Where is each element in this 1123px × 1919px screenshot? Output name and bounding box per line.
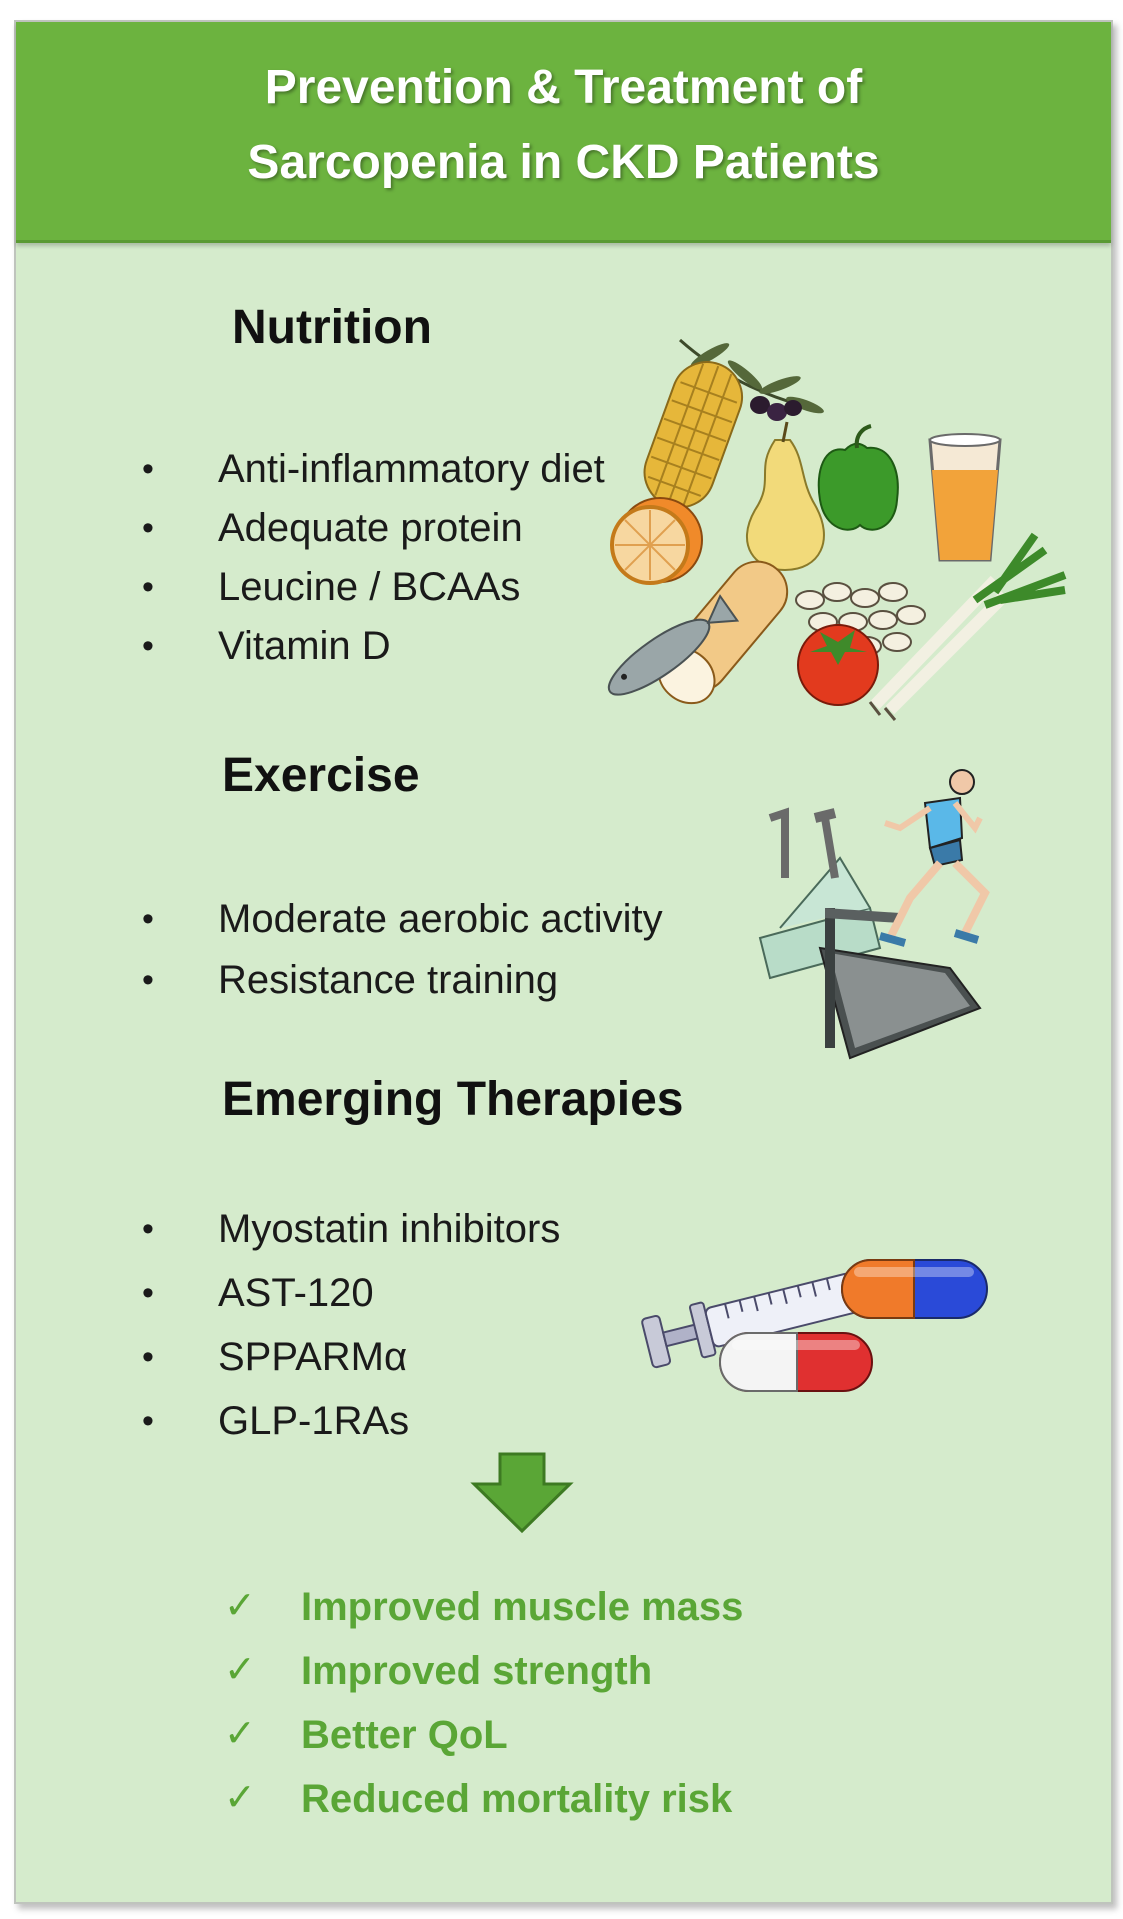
nutrition-heading: Nutrition (232, 301, 432, 354)
capsule-icon (841, 1259, 988, 1319)
page-title: Prevention & Treatment of Sarcopenia in … (16, 50, 1111, 200)
check-icon: ✓ (224, 1585, 256, 1627)
exercise-list: Moderate aerobic activity Resistance tra… (142, 889, 663, 1011)
outcome-text: Improved strength (301, 1649, 653, 1693)
list-item: Myostatin inhibitors (142, 1197, 560, 1261)
list-item: Moderate aerobic activity (142, 889, 663, 950)
pepper-icon (817, 424, 899, 531)
tomato-icon (797, 624, 879, 706)
header-banner: Prevention & Treatment of Sarcopenia in … (16, 22, 1111, 243)
leek-icon (868, 532, 1067, 721)
exercise-heading: Exercise (222, 749, 420, 802)
nutrition-list: Anti-inflammatory diet Adequate protein … (142, 440, 605, 676)
check-icon: ✓ (224, 1777, 256, 1819)
title-line-1: Prevention & Treatment of (264, 61, 863, 114)
juice-glass-icon (928, 433, 1002, 562)
exercise-bike-icon (758, 807, 882, 980)
orange-icon (610, 497, 703, 585)
therapies-list: Myostatin inhibitors AST-120 SPPARMα GLP… (142, 1197, 560, 1453)
outcome-text: Improved muscle mass (301, 1585, 744, 1629)
therapies-heading: Emerging Therapies (222, 1073, 684, 1126)
pear-icon (745, 421, 825, 572)
list-item: GLP-1RAs (142, 1389, 560, 1453)
capsule-icon (719, 1332, 873, 1392)
food-icon (607, 338, 1067, 721)
exercise-icon (758, 769, 990, 1060)
list-item: Leucine / BCAAs (142, 558, 605, 617)
list-item: Adequate protein (142, 499, 605, 558)
check-icon: ✓ (224, 1713, 256, 1755)
outcome-text: Reduced mortality risk (301, 1777, 733, 1821)
title-line-2: Sarcopenia in CKD Patients (247, 136, 880, 189)
list-item: AST-120 (142, 1261, 560, 1325)
fish-icon (607, 594, 740, 696)
corn-icon (643, 361, 743, 509)
outcome-text: Better QoL (301, 1713, 508, 1757)
list-item: SPPARMα (142, 1325, 560, 1389)
treadmill-icon (818, 908, 982, 1060)
list-item: Vitamin D (142, 617, 605, 676)
down-arrow-icon (470, 1452, 574, 1534)
check-icon: ✓ (224, 1649, 256, 1691)
olive-branch-icon (679, 338, 824, 421)
runner-icon (878, 769, 990, 947)
list-item: Anti-inflammatory diet (142, 440, 605, 499)
list-item: Resistance training (142, 950, 663, 1011)
medication-icon (641, 1259, 988, 1392)
